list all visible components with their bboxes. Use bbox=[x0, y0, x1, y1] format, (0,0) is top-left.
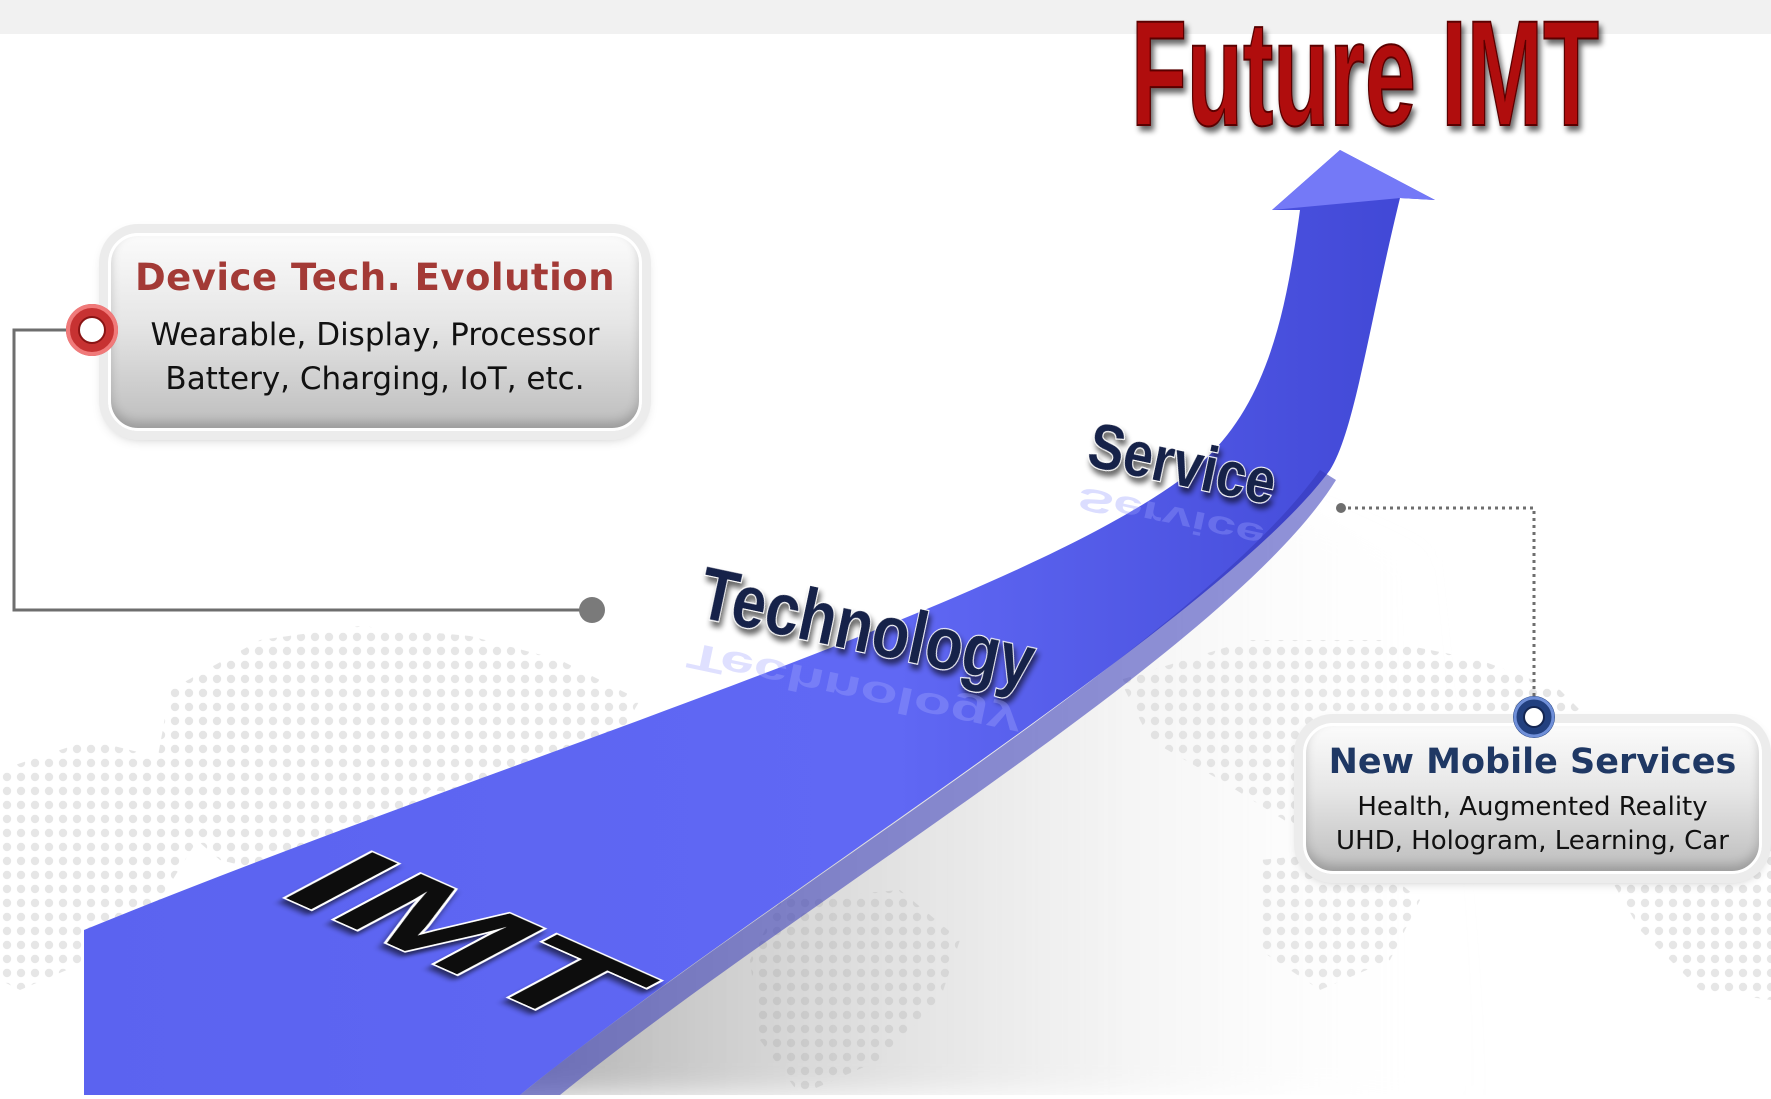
device-callout-line-2: Battery, Charging, IoT, etc. bbox=[165, 361, 585, 397]
services-callout-line-2: UHD, Hologram, Learning, Car bbox=[1336, 826, 1729, 856]
device-callout-title: Device Tech. Evolution bbox=[134, 256, 616, 299]
device-tech-callout: Device Tech. Evolution Wearable, Display… bbox=[108, 233, 642, 431]
evolution-arrow bbox=[84, 150, 1435, 1095]
connector-end-dot bbox=[579, 597, 605, 623]
page-title: Future IMT bbox=[1131, 0, 1599, 157]
services-callout-title: New Mobile Services bbox=[1328, 742, 1737, 782]
top-strip bbox=[0, 0, 1771, 34]
mobile-services-callout: New Mobile Services Health, Augmented Re… bbox=[1303, 723, 1762, 874]
services-callout-line-1: Health, Augmented Reality bbox=[1357, 792, 1708, 822]
connector-end-dot bbox=[1336, 503, 1346, 513]
device-connector bbox=[12, 328, 605, 623]
device-callout-line-1: Wearable, Display, Processor bbox=[150, 317, 600, 353]
services-connector bbox=[1336, 503, 1536, 715]
